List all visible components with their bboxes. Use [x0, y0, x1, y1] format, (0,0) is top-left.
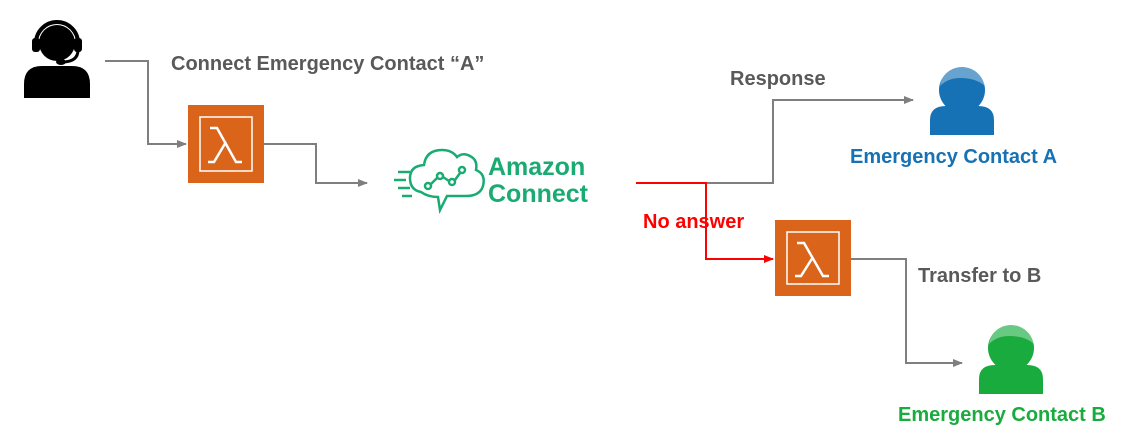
- user-icon: [979, 323, 1043, 394]
- lambda-icon: [188, 105, 264, 183]
- arrow-caller-to-lambda: [105, 60, 187, 148]
- arrow-connect-to-contact-a: [706, 96, 914, 184]
- contact-a-name: Emergency Contact A: [850, 146, 1058, 168]
- response-label: Response: [730, 68, 826, 90]
- no-answer-label: No answer: [643, 211, 745, 233]
- transfer-label: Transfer to B: [918, 265, 1042, 287]
- service-name-line1: Amazon: [488, 153, 586, 181]
- amazon-connect-icon: [394, 148, 485, 215]
- arrow-transfer-to-b: [851, 258, 963, 367]
- user-icon: [930, 65, 994, 135]
- lambda-icon: [775, 220, 851, 296]
- service-name-line2: Connect: [488, 180, 588, 208]
- arrow-no-answer: [636, 182, 774, 263]
- headset-agent-icon: [24, 20, 90, 98]
- contact-b-name: Emergency Contact B: [898, 404, 1106, 426]
- arrow-lambda-to-connect: [264, 143, 368, 187]
- connect-contact-label: Connect Emergency Contact “A”: [171, 53, 485, 75]
